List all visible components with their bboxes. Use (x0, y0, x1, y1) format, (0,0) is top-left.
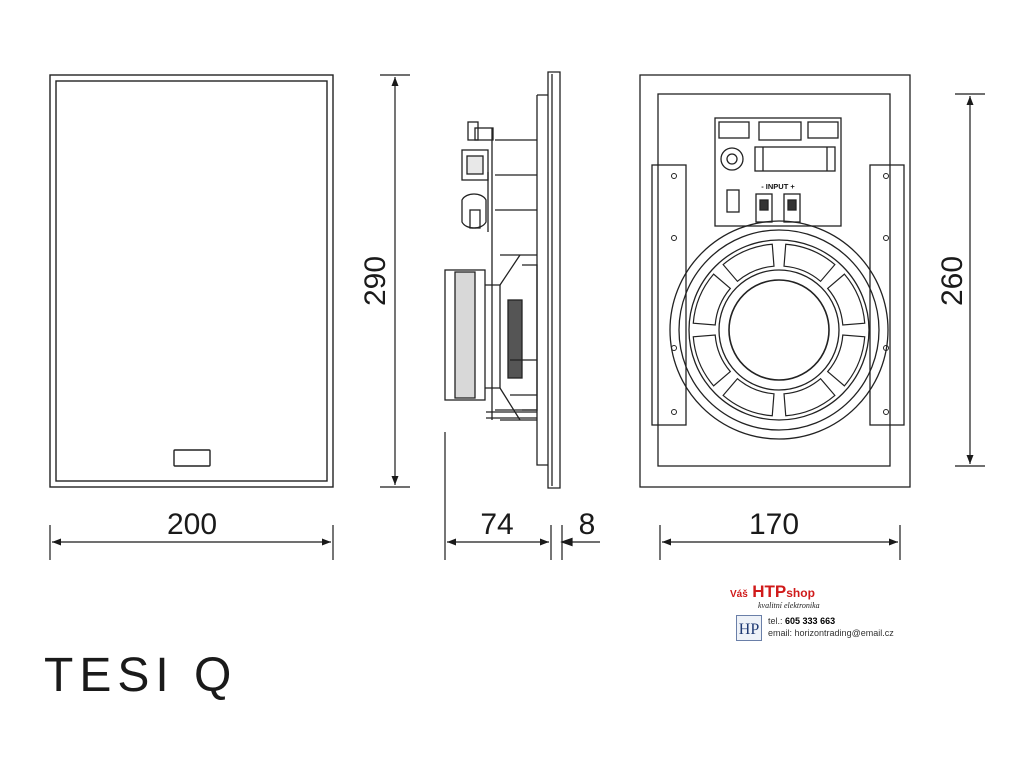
mount-clamp-left (651, 164, 687, 426)
shop-hp-logo-icon: HP (736, 615, 762, 641)
shop-title: Váš HTPshop (730, 582, 815, 602)
dim-cutout-width (659, 525, 901, 560)
driver-basket-slots (692, 243, 866, 417)
shop-phone: 605 333 663 (785, 616, 836, 626)
rear-view (639, 74, 911, 488)
dim-front-height (380, 74, 410, 488)
rear-driver-magnet (728, 279, 830, 381)
shop-brand-suffix: shop (786, 586, 815, 600)
dim-front-width (49, 525, 334, 560)
front-view (49, 74, 334, 488)
shop-email-label: email: (768, 628, 793, 638)
shop-email[interactable]: horizontrading@email.cz (794, 628, 894, 638)
basket-slot (826, 273, 866, 326)
dim-flange (560, 525, 600, 560)
basket-slot (692, 273, 732, 326)
dim-cutout-width-label: 170 (749, 508, 799, 541)
product-name: TESI Q (44, 649, 238, 702)
grille-badge (173, 449, 211, 467)
shop-tagline: kvalitní elektronika (758, 601, 820, 610)
shop-phone-label: tel.: (768, 616, 783, 626)
dim-depth (444, 432, 552, 560)
shop-prefix: Váš (730, 589, 748, 600)
mount-clamp-right (869, 164, 905, 426)
rear-frame-outer (639, 74, 911, 488)
dim-flange-label: 8 (579, 508, 596, 541)
front-grille-outer (49, 74, 334, 488)
basket-slot (826, 334, 866, 387)
clamp-holes (671, 173, 889, 415)
terminal-label: - INPUT + (761, 182, 795, 191)
dim-front-height-label: 290 (359, 256, 392, 306)
side-flange (547, 71, 561, 489)
basket-slot (722, 243, 775, 283)
basket-slot (783, 377, 836, 417)
dim-cutout-height (955, 93, 985, 467)
basket-slot (692, 334, 732, 387)
shop-brand: HTP (752, 582, 787, 601)
front-grille-inner (55, 80, 328, 482)
rear-frame-inner (657, 93, 891, 467)
side-driver-magnet (444, 269, 486, 401)
crossover-board (714, 117, 842, 227)
dim-front-width-label: 200 (167, 508, 217, 541)
basket-slot (722, 377, 775, 417)
rear-driver-frame (669, 220, 889, 440)
dim-depth-label: 74 (480, 508, 513, 541)
dim-cutout-height-label: 260 (936, 256, 969, 306)
shop-contact: tel.: 605 333 663 email: horizontrading@… (768, 615, 894, 639)
shop-logo-text: HP (739, 621, 760, 638)
basket-slot (783, 243, 836, 283)
shop-logo-block: Váš HTPshop kvalitní elektronika HP tel.… (730, 582, 916, 642)
side-view (444, 71, 561, 489)
